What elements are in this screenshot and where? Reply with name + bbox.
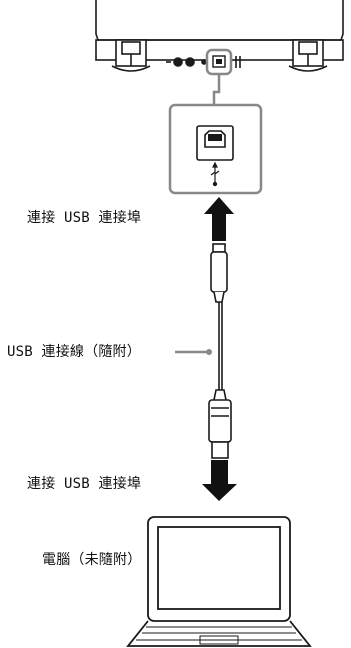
cable-callout-leader	[175, 349, 212, 355]
callout-connector	[212, 74, 221, 105]
label-cable: USB 連接線（隨附）	[7, 344, 141, 360]
arrow-down-icon	[202, 460, 237, 501]
usb-port-callout	[168, 103, 263, 195]
label-connect-bottom: 連接 USB 連接埠	[27, 476, 142, 492]
turntable-usb-port	[205, 48, 233, 76]
usb-cable-icon	[208, 243, 232, 459]
arrow-up-icon	[204, 197, 234, 241]
usb-symbol-icon	[210, 161, 220, 187]
label-computer: 電腦（未隨附）	[42, 552, 142, 568]
turntable-icon	[95, 0, 344, 72]
label-connect-top: 連接 USB 連接埠	[27, 210, 142, 226]
laptop-icon	[126, 516, 312, 647]
